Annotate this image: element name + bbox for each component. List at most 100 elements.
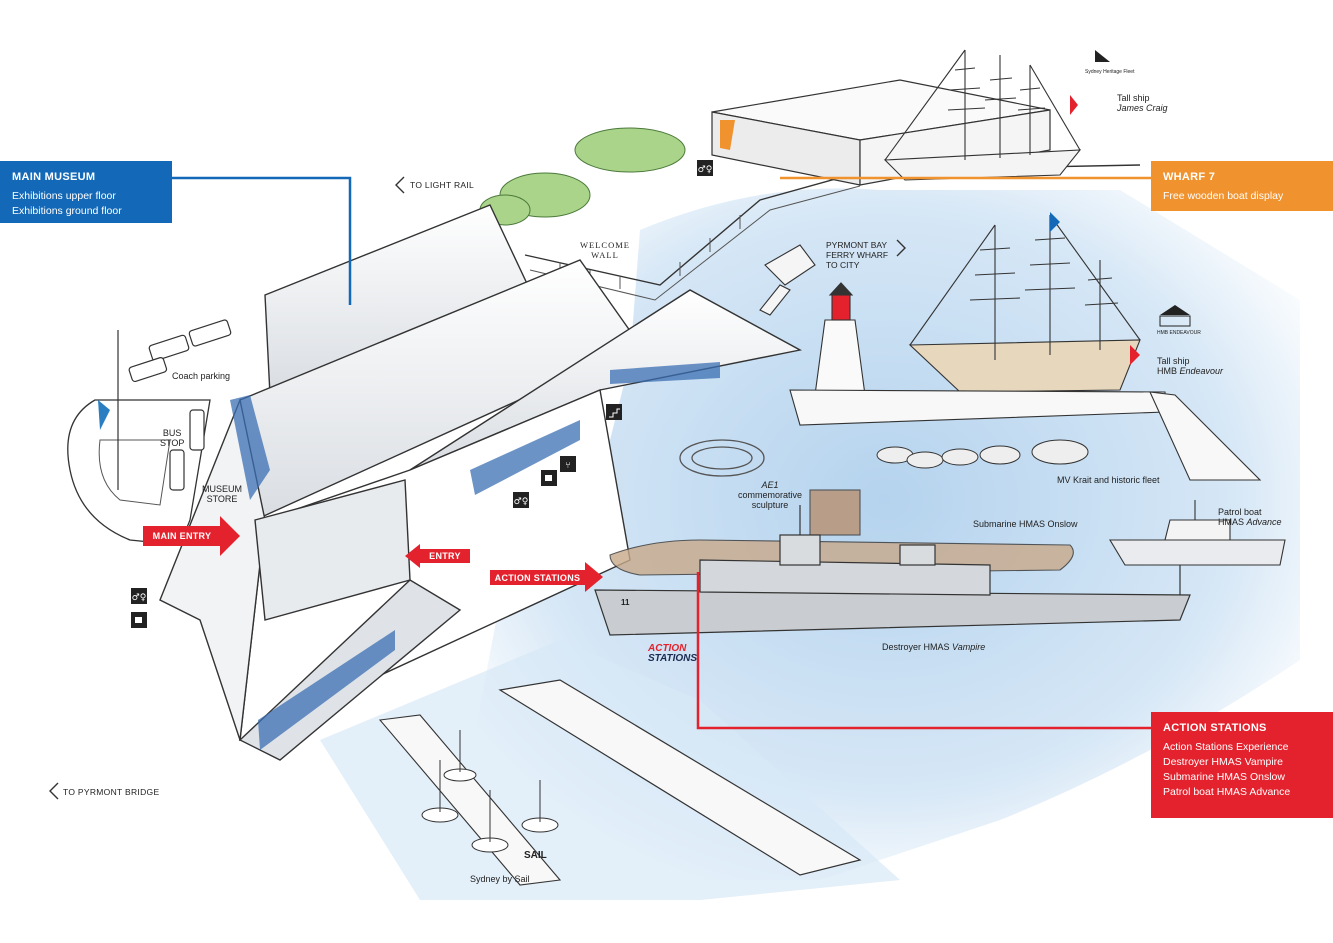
action-stations-line: Action Stations Experience — [1163, 741, 1289, 753]
tall-ship-line: James Craig — [1117, 103, 1168, 113]
action-stations-arrow-bg — [490, 562, 603, 592]
patrol-boat-advance — [1109, 500, 1286, 566]
main-entry-tag[interactable]: MAIN ENTRY — [152, 531, 212, 541]
main-museum-panel: MAIN MUSEUM Exhibitions upper floor Exhi… — [0, 161, 172, 223]
cafe-icon — [541, 470, 557, 486]
sydney-by-sail-pier — [378, 714, 562, 886]
action-stations-line: Submarine HMAS Onslow — [1163, 771, 1285, 783]
historic-fleet-boats — [876, 439, 1089, 469]
destroyer-text: Vampire — [952, 642, 986, 652]
hmb-endeavour-logo-text: HMB ENDEAVOUR — [1157, 330, 1201, 336]
wharf-7-line: Free wooden boat display — [1163, 190, 1284, 202]
to-pyrmont-bridge-label: TO PYRMONT BRIDGE — [63, 787, 160, 797]
tall-ship-james-craig — [883, 49, 1082, 181]
tall-ship-line: Tall ship — [1157, 356, 1190, 366]
tall-ship-james-craig-label: Tall ship James Craig — [1117, 93, 1168, 113]
welcome-wall-label: WELCOME WALL — [580, 240, 630, 260]
submarine-text: Submarine HMAS — [973, 519, 1046, 529]
bus-stop-line: STOP — [160, 438, 185, 448]
action-stations-panel: ACTION STATIONS Action Stations Experien… — [1151, 712, 1333, 818]
svg-text:♂♀: ♂♀ — [698, 165, 713, 175]
toilets-icon: ♂♀ — [131, 588, 147, 604]
ferry-wharf-label: PYRMONT BAY FERRY WHARF TO CITY — [826, 240, 888, 270]
to-light-rail-label: TO LIGHT RAIL — [410, 180, 475, 190]
main-museum-leader — [172, 176, 352, 305]
trees — [479, 127, 686, 226]
patrol-line: HMAS — [1218, 517, 1245, 527]
entry-arrow-bg — [405, 544, 470, 568]
sydney-by-sail-label: Sydney by Sail — [470, 874, 530, 884]
tall-ship-endeavour-label: Tall ship HMB Endeavour — [1157, 356, 1223, 376]
coaches — [128, 319, 232, 491]
bus-loop-road — [67, 399, 211, 546]
krait-pier — [789, 389, 1262, 481]
action-stations-line: Patrol boat HMAS Advance — [1163, 786, 1291, 798]
patrol-boat-label: Patrol boat HMAS Advance — [1218, 507, 1282, 527]
south-pier — [498, 679, 862, 876]
action-stations-leader — [696, 572, 1151, 730]
mv-krait-label: MV Krait and historic fleet — [1057, 475, 1160, 485]
wharf-7-title: WHARF 7 — [1163, 171, 1216, 183]
hull-number: 11 — [621, 598, 630, 607]
hmb-endeavour-logo — [1159, 305, 1191, 327]
chevron-left-icon — [49, 782, 59, 800]
patrol-line: Advance — [1246, 517, 1282, 527]
bus-stop-label: BUS STOP — [160, 428, 184, 448]
main-museum-title: MAIN MUSEUM — [12, 171, 96, 183]
submarine-text: Onslow — [1047, 519, 1078, 529]
toilets-icon: ♂♀ — [513, 492, 529, 508]
entry-tag[interactable]: ENTRY — [429, 551, 461, 561]
sydney-heritage-fleet-logo — [1095, 50, 1110, 62]
action-stations-line: Destroyer HMAS Vampire — [1163, 756, 1284, 768]
welcome-wall-line: WELCOME — [580, 240, 630, 250]
chevron-left-icon — [395, 176, 405, 194]
ferry-wharf — [759, 244, 816, 316]
svg-text:♂♀: ♂♀ — [132, 593, 147, 603]
stairs-icon — [606, 404, 622, 420]
action-stations-tag[interactable]: ACTION STATIONS — [494, 573, 581, 583]
wharf-7-panel: WHARF 7 Free wooden boat display — [1151, 161, 1333, 211]
bus-loop-inner — [98, 439, 171, 506]
museum-store-line: MUSEUM — [202, 484, 242, 494]
tall-ship-line: Tall ship — [1117, 93, 1150, 103]
main-museum-line: Exhibitions ground floor — [12, 205, 122, 217]
flagpole — [98, 330, 119, 490]
cafe-icon — [131, 612, 147, 628]
tall-ship-line: HMB — [1157, 366, 1177, 376]
destroyer-text: Destroyer HMAS — [882, 642, 950, 652]
ferry-wharf-line: FERRY WHARF — [826, 250, 889, 260]
main-museum-line: Exhibitions upper floor — [12, 190, 116, 202]
bus-stop-line: BUS — [162, 428, 182, 438]
svg-text:♂♀: ♂♀ — [514, 497, 529, 507]
ferry-wharf-line: TO CITY — [826, 260, 860, 270]
submarine-onslow-label: Submarine HMAS Onslow — [973, 519, 1078, 529]
action-logo-line: ACTION — [648, 643, 687, 654]
main-entry-arrow-bg — [143, 516, 240, 556]
ae1-line: sculpture — [751, 500, 789, 510]
toilets-icon: ♂♀ — [697, 160, 713, 176]
sail-logo: SAIL — [524, 850, 547, 861]
glass-facade — [230, 362, 720, 750]
action-logo-line: STATIONS — [648, 653, 698, 664]
action-stations-title: ACTION STATIONS — [1163, 722, 1267, 734]
lighthouse — [814, 282, 866, 396]
patrol-line: Patrol boat — [1218, 507, 1262, 517]
sydney-heritage-fleet-logo-text: Sydney Heritage Fleet — [1085, 69, 1135, 75]
restaurant-icon: ⑂ — [560, 456, 576, 472]
action-stations-logo: ACTION STATIONS — [648, 644, 697, 664]
tall-ship-line: Endeavour — [1179, 366, 1224, 376]
yachts — [421, 730, 559, 853]
chevron-right-icon — [896, 239, 906, 257]
destroyer-vampire — [594, 505, 1191, 636]
welcome-wall-line: WALL — [591, 250, 619, 260]
destroyer-vampire-label: Destroyer HMAS Vampire — [882, 642, 985, 652]
museum-store-label: MUSEUM STORE — [202, 484, 242, 504]
ae1-line: commemorative — [738, 490, 803, 500]
tall-ship-endeavour — [908, 212, 1141, 393]
ferry-wharf-line: PYRMONT BAY — [826, 240, 888, 250]
museum-store-line: STORE — [206, 494, 238, 504]
ae1-line: AE1 — [761, 480, 779, 490]
ae1-sculpture — [679, 439, 765, 477]
svg-text:⑂: ⑂ — [565, 461, 570, 471]
